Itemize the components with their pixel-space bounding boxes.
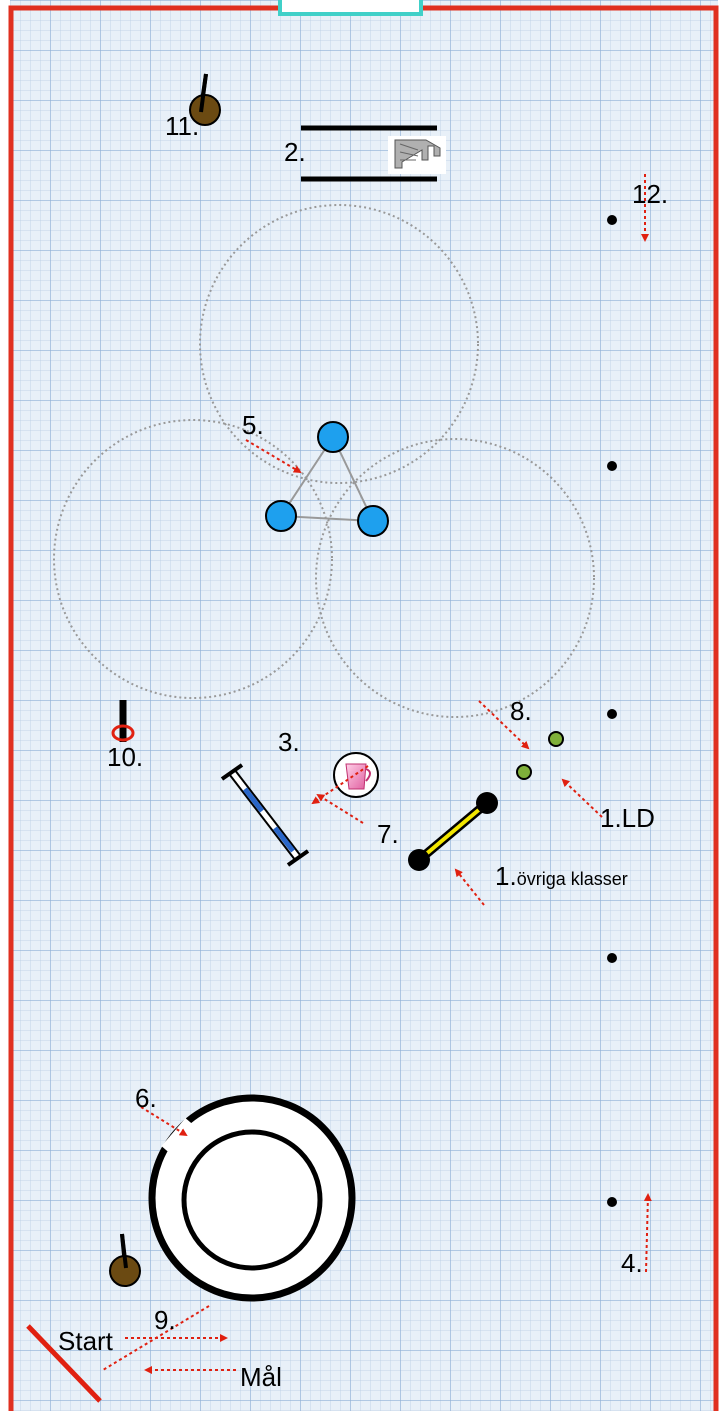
black-dot xyxy=(607,1197,617,1207)
label-11: 11. xyxy=(165,111,199,141)
black-dot xyxy=(607,953,617,963)
green-marker xyxy=(517,765,531,779)
blue-marker xyxy=(318,422,348,452)
black-dot xyxy=(607,215,617,225)
entrance-gate xyxy=(280,0,421,14)
label-9: 9. xyxy=(154,1305,176,1335)
label-5: 5. xyxy=(242,410,264,440)
blue-marker xyxy=(266,501,296,531)
obstacle-6-rings xyxy=(152,1098,352,1298)
label-7: 7. xyxy=(377,819,399,849)
bell-icon xyxy=(388,136,446,174)
label-10: 10. xyxy=(107,742,143,772)
label-goal: Mål xyxy=(240,1362,282,1392)
label-1-number: 1. xyxy=(495,861,517,891)
blue-marker xyxy=(358,506,388,536)
label-12: 12. xyxy=(632,179,668,209)
label-6: 6. xyxy=(135,1083,157,1113)
black-dot xyxy=(607,709,617,719)
label-start: Start xyxy=(58,1326,114,1356)
label-1-text: övriga klasser xyxy=(517,869,628,889)
green-marker xyxy=(549,732,563,746)
label-1ld: 1.LD xyxy=(600,803,655,833)
label-2: 2. xyxy=(284,137,306,167)
black-dot xyxy=(607,461,617,471)
label-3: 3. xyxy=(278,727,300,757)
label-4: 4. xyxy=(621,1248,643,1278)
label-8: 8. xyxy=(510,696,532,726)
